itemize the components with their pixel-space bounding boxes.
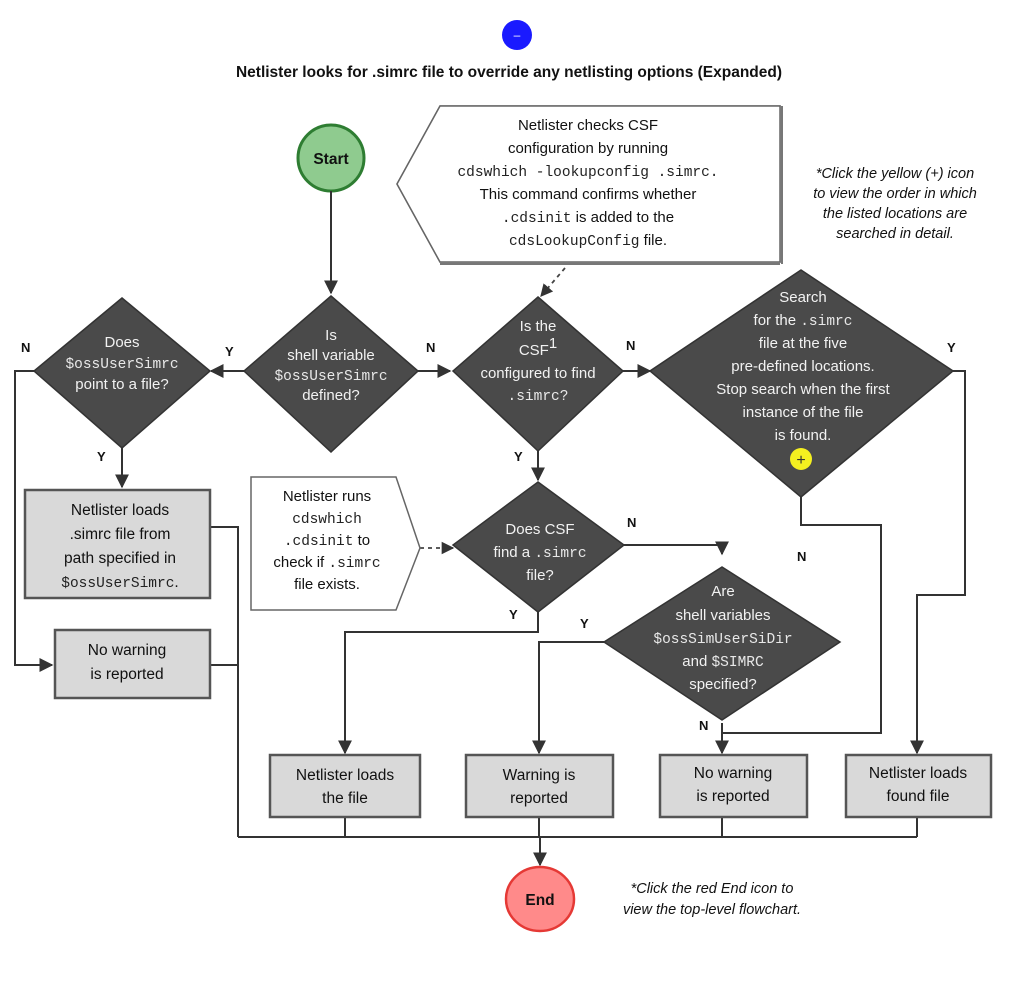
hint-line: *Click the red End icon to <box>631 881 794 897</box>
decision-text: CSF1 <box>519 335 557 359</box>
decision-text: is found. <box>775 427 832 444</box>
decision-csf-configured: Is the CSF1 configured to find .simrc? <box>451 296 625 453</box>
collapse-icon-glyph: – <box>514 28 521 42</box>
box-text: Netlister loads <box>869 765 967 782</box>
decision-text: Does CSF <box>505 521 574 538</box>
hint-line: view the top-level flowchart. <box>623 902 801 918</box>
box-text: found file <box>887 788 950 805</box>
decision-text: Are <box>711 583 734 600</box>
decision-text: file? <box>526 567 554 584</box>
box-no-warning-left: No warning is reported <box>53 628 212 700</box>
collapse-icon[interactable]: – <box>502 20 532 50</box>
decision-text: defined? <box>302 387 360 404</box>
decision-text: shell variable <box>287 347 375 364</box>
hint-line: the listed locations are <box>823 206 967 222</box>
note-line: check if .simrc <box>273 554 380 572</box>
label-n: N <box>21 340 30 355</box>
label-n: N <box>426 340 435 355</box>
box-text: path specified in <box>64 550 176 567</box>
box-text: is reported <box>90 666 163 683</box>
decision-text: Is <box>325 327 337 344</box>
decision-text: Is the <box>520 318 557 335</box>
yellow-icon-hint: *Click the yellow (+) icon to view the o… <box>813 166 977 242</box>
box-text: reported <box>510 790 568 807</box>
end-icon-hint: *Click the red End icon to view the top-… <box>623 881 801 918</box>
decision-shell-vars-specified: Are shell variables $ossSimUserSiDir and… <box>602 566 842 721</box>
decision-text: Search <box>779 289 827 306</box>
box-warning-reported: Warning is reported <box>464 753 615 819</box>
decision-text: shell variables <box>675 607 770 624</box>
box-loads-found-file: Netlister loads found file <box>844 753 993 819</box>
decision-text: pre-defined locations. <box>731 358 874 375</box>
hint-line: *Click the yellow (+) icon <box>816 166 974 182</box>
label-n: N <box>627 515 636 530</box>
decision-search-locations: Search for the .simrc file at the five p… <box>648 269 955 498</box>
decision-text: Stop search when the first <box>716 381 890 398</box>
box-text: $ossUserSimrc. <box>61 574 178 592</box>
start-node[interactable]: Start <box>296 123 366 193</box>
note-line: file exists. <box>294 576 360 593</box>
plus-glyph: + <box>796 452 805 469</box>
note-line: Netlister checks CSF <box>518 117 658 134</box>
note-line: configuration by running <box>508 140 668 157</box>
note-line: cdswhich -lookupconfig .simrc. <box>457 165 718 181</box>
label-n: N <box>699 718 708 733</box>
decision-points-to-file: Does $ossUserSimrc point to a file? <box>32 297 212 449</box>
label-y: Y <box>509 607 518 622</box>
box-text: Netlister loads <box>296 767 394 784</box>
decision-text: find a .simrc <box>493 544 586 562</box>
box-no-warning-mid: No warning is reported <box>658 753 809 819</box>
page-title: Netlister looks for .simrc file to overr… <box>236 64 782 81</box>
decision-text: Does <box>104 334 139 351</box>
decision-text: file at the five <box>759 335 847 352</box>
hint-line: to view the order in which <box>813 186 977 202</box>
box-loads-file: Netlister loads the file <box>268 753 422 819</box>
label-n: N <box>626 338 635 353</box>
box-text: is reported <box>696 788 769 805</box>
end-node[interactable]: End <box>504 865 576 933</box>
label-n: N <box>797 549 806 564</box>
note-line: cdswhich <box>292 512 362 528</box>
note-line: cdsLookupConfig file. <box>509 232 667 250</box>
note-line: This command confirms whether <box>480 186 697 203</box>
decision-csf-find-simrc: Does CSF find a .simrc file? <box>451 481 626 613</box>
decision-text: for the .simrc <box>754 312 853 330</box>
note-line: .cdsinit to <box>284 532 370 550</box>
decision-text: instance of the file <box>743 404 864 421</box>
decision-text: point to a file? <box>75 376 168 393</box>
expand-plus-icon[interactable]: + <box>790 448 812 470</box>
decision-text: specified? <box>689 676 757 693</box>
decision-text: .simrc? <box>508 389 569 405</box>
decision-shell-variable-defined: Is shell variable $ossUserSimrc defined? <box>242 295 420 454</box>
branch-labels: N Y N N Y Y Y N N Y Y N <box>21 338 956 733</box>
box-text: Warning is <box>503 767 576 784</box>
box-text: .simrc file from <box>70 526 171 543</box>
note-line: .cdsinit is added to the <box>502 209 674 227</box>
label-y: Y <box>514 449 523 464</box>
end-label: End <box>525 892 554 909</box>
label-y: Y <box>225 344 234 359</box>
label-y: Y <box>97 449 106 464</box>
label-y: Y <box>947 340 956 355</box>
connectors <box>14 191 966 867</box>
decision-text: $ossUserSimrc <box>65 357 178 373</box>
decision-text: configured to find <box>480 365 595 382</box>
decision-text: and $SIMRC <box>682 653 764 671</box>
start-label: Start <box>313 151 348 168</box>
note-line: Netlister runs <box>283 488 371 505</box>
box-text: No warning <box>694 765 772 782</box>
box-text: the file <box>322 790 368 807</box>
label-y: Y <box>580 616 589 631</box>
note-runs-cdswhich: Netlister runs cdswhich .cdsinit to chec… <box>250 476 421 611</box>
decision-text: $ossUserSimrc <box>274 369 387 385</box>
note-csf-check: Netlister checks CSF configuration by ru… <box>396 105 783 265</box>
box-loads-path: Netlister loads .simrc file from path sp… <box>23 488 212 600</box>
hint-line: searched in detail. <box>836 226 954 242</box>
decision-text: $ossSimUserSiDir <box>653 632 792 648</box>
box-text: Netlister loads <box>71 502 169 519</box>
box-text: No warning <box>88 642 166 659</box>
